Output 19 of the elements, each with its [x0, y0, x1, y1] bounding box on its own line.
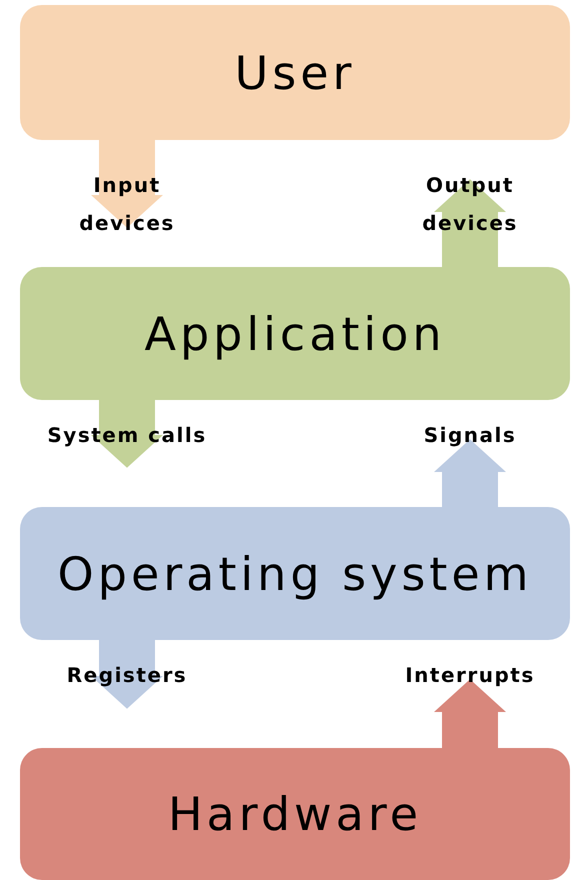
block-arrow	[434, 679, 506, 748]
block-arrow	[434, 439, 506, 507]
layer-title: Hardware	[168, 787, 422, 841]
edge-label: Output devices	[421, 172, 519, 236]
block-arrow	[91, 140, 163, 228]
edge-label: Signals	[422, 422, 518, 448]
layer-box	[20, 267, 570, 400]
block-arrow	[91, 400, 163, 468]
edge-label: Input devices	[78, 172, 176, 236]
edge-label: System calls	[47, 422, 207, 448]
layer-title: Application	[144, 306, 446, 360]
edge-label: Interrupts	[404, 662, 536, 689]
block-arrow	[434, 179, 506, 267]
layer-box	[20, 5, 570, 140]
layer-box	[20, 507, 570, 640]
edge-label: Registers	[66, 662, 188, 689]
layer-title: Operating system	[58, 546, 532, 600]
layer-box	[20, 748, 570, 880]
layer-title: User	[234, 46, 356, 100]
